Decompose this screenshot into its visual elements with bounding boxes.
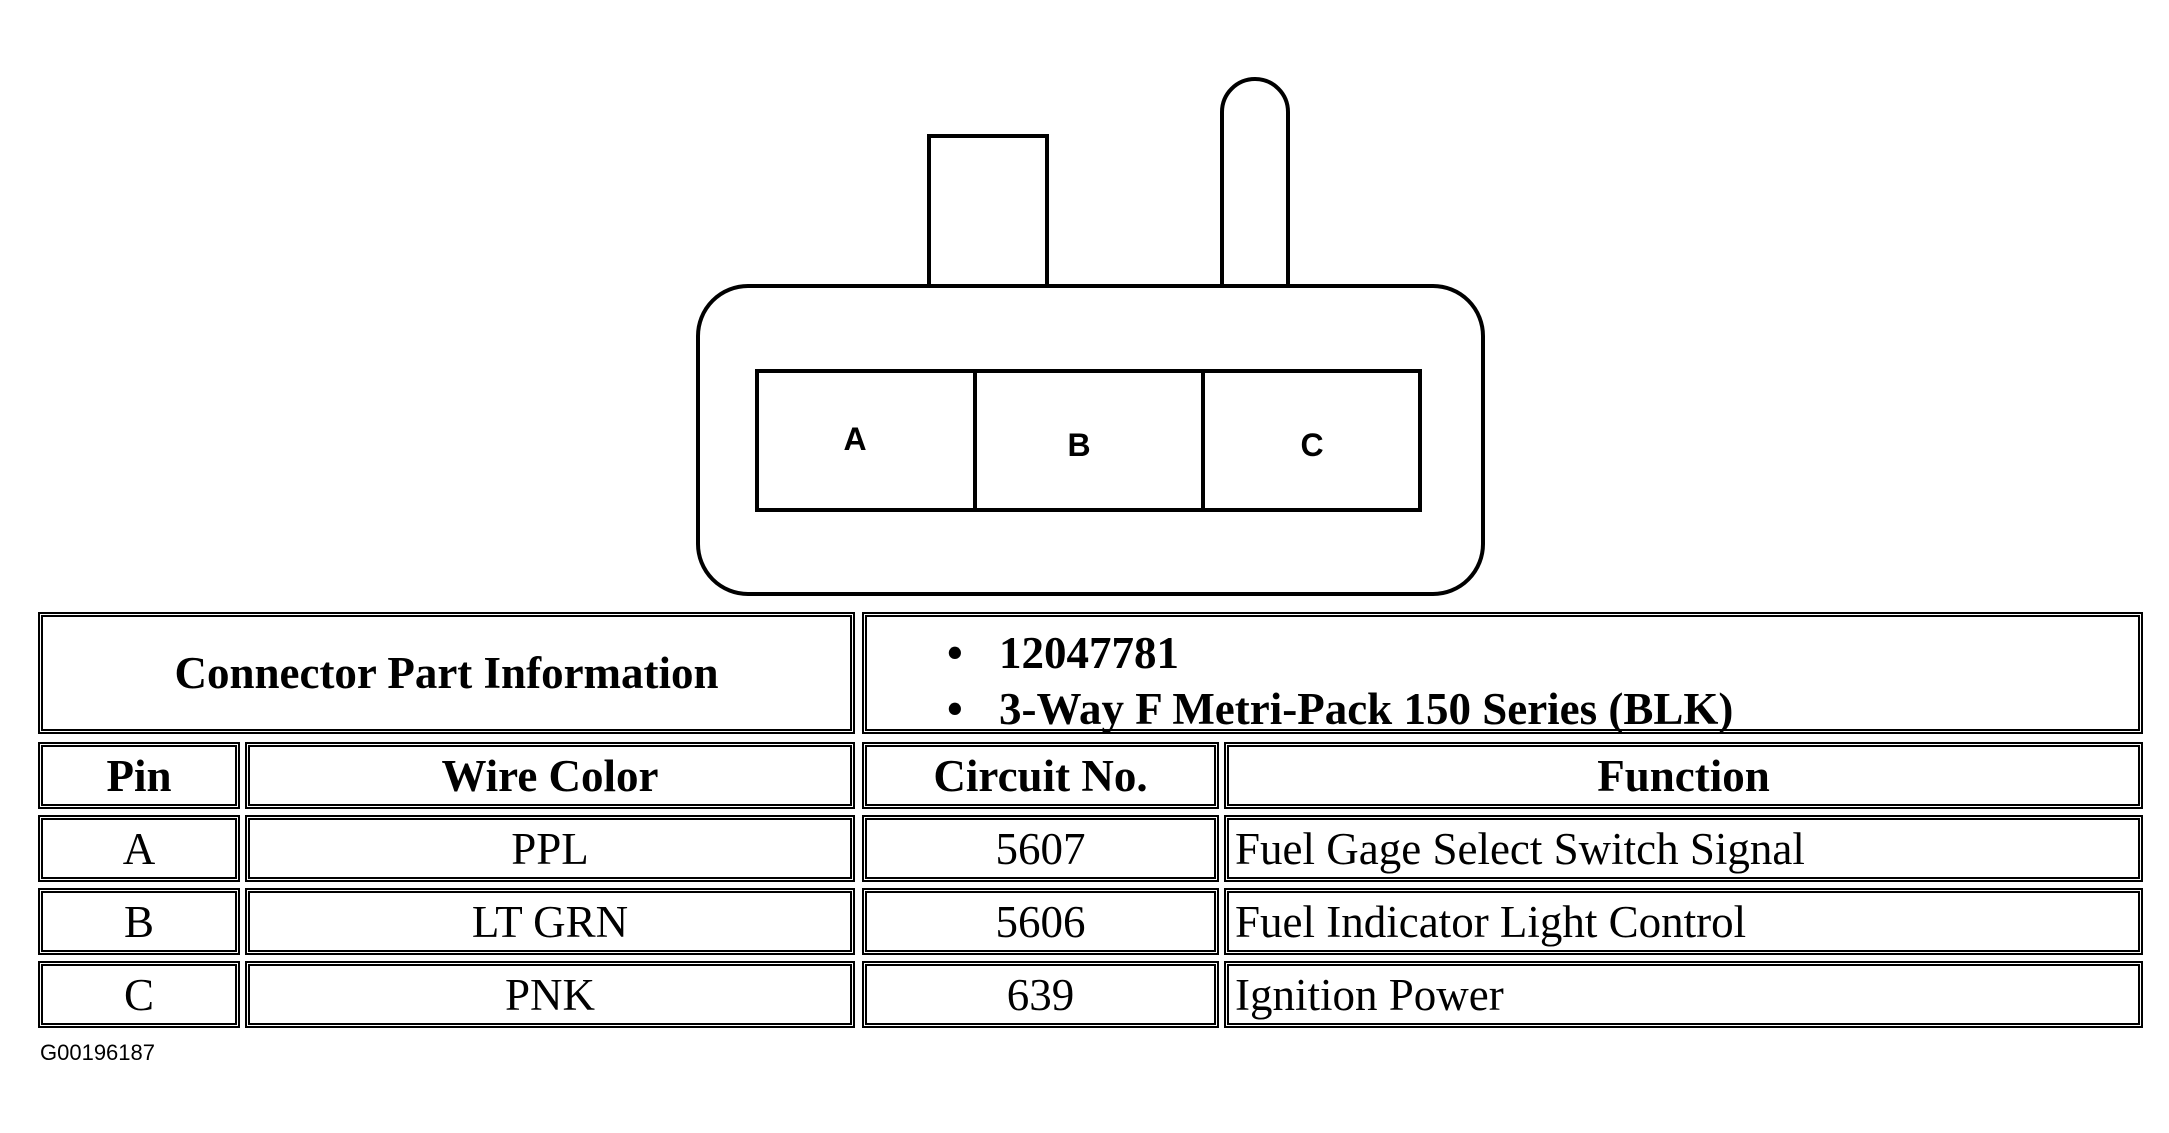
table-row-circuit: 639 (862, 961, 1219, 1028)
part-info-label-cell: Connector Part Information (38, 612, 855, 734)
table-row-wire-color: PNK (245, 961, 855, 1028)
part-info-item: •12047781 (947, 628, 1179, 678)
header-function: Function (1224, 742, 2143, 809)
table-row-pin: A (38, 815, 240, 882)
header-wire-color: Wire Color (245, 742, 855, 809)
cavity-block (755, 369, 1422, 512)
header-pin: Pin (38, 742, 240, 809)
part-info-label: Connector Part Information (174, 648, 719, 698)
cavity-label-b: B (1067, 427, 1090, 463)
table-row-wire-color: LT GRN (245, 888, 855, 955)
header-circuit: Circuit No. (862, 742, 1219, 809)
table-row-pin: B (38, 888, 240, 955)
cavity-label-a: A (843, 421, 866, 457)
table-row-pin: C (38, 961, 240, 1028)
table-row-function: Ignition Power (1224, 961, 2143, 1028)
table-row-function: Fuel Indicator Light Control (1224, 888, 2143, 955)
part-info-item: •3-Way F Metri-Pack 150 Series (BLK) (947, 684, 1734, 734)
connector-face-diagram: A B C (696, 77, 1485, 596)
connector-key-post (1220, 77, 1290, 286)
connector-latch-tab (927, 134, 1049, 288)
cavity-label-c: C (1300, 427, 1323, 463)
part-info-values-cell: •12047781 •3-Way F Metri-Pack 150 Series… (862, 612, 2143, 734)
figure-id: G00196187 (40, 1040, 155, 1065)
table-row-function: Fuel Gage Select Switch Signal (1224, 815, 2143, 882)
part-info-list: •12047781 •3-Way F Metri-Pack 150 Series… (947, 625, 1733, 737)
table-row-circuit: 5606 (862, 888, 1219, 955)
table-row-circuit: 5607 (862, 815, 1219, 882)
table-row-wire-color: PPL (245, 815, 855, 882)
